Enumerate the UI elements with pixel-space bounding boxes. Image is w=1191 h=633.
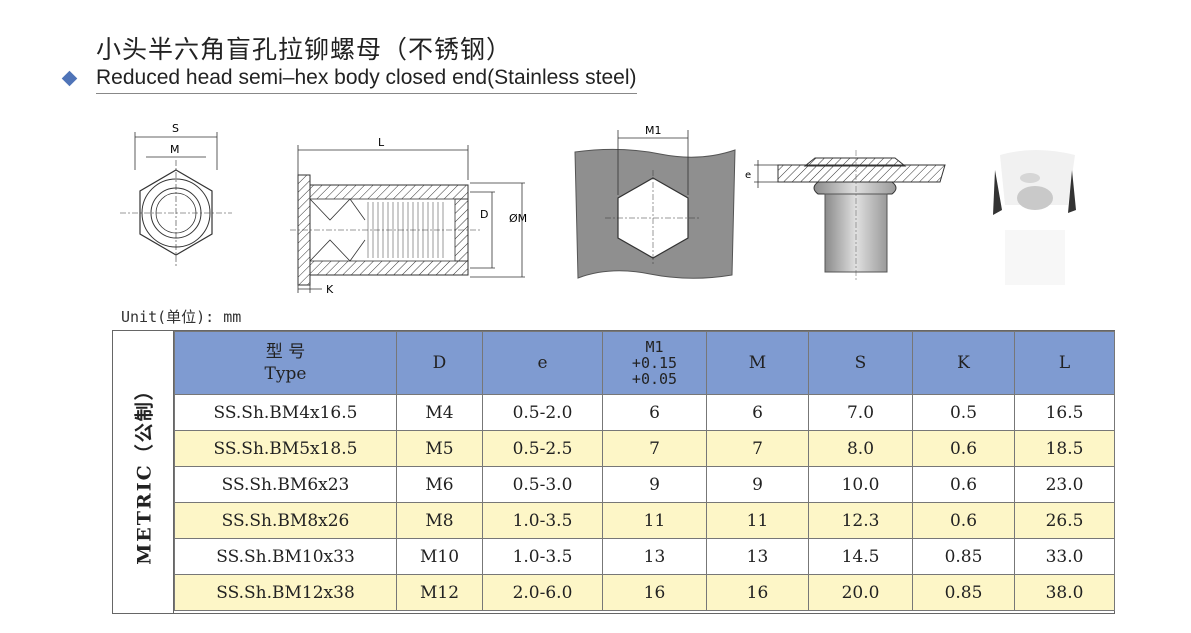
cell-e: 0.5-3.0 (482, 466, 603, 503)
table-row: SS.Sh.BM12x38 M12 2.0-6.0 16 16 20.0 0.8… (174, 574, 1115, 611)
side-section-view: L D ØM K (290, 136, 527, 296)
header-type-cn: 型 号 (265, 342, 306, 362)
cell-s: 8.0 (808, 430, 913, 467)
header-type-en: Type (264, 364, 307, 384)
panel-hole-view: M1 (574, 124, 736, 279)
cell-k: 0.85 (912, 574, 1015, 611)
dim-label-d: D (480, 208, 488, 221)
cell-d: M8 (396, 502, 483, 539)
cell-l: 38.0 (1014, 574, 1115, 611)
cell-s: 20.0 (808, 574, 913, 611)
dim-label-k: K (326, 283, 334, 296)
cell-m: 16 (706, 574, 809, 611)
header-k: K (912, 331, 1015, 395)
header-s: S (808, 331, 913, 395)
cell-m: 7 (706, 430, 809, 467)
cell-type: SS.Sh.BM4x16.5 (174, 394, 397, 431)
cell-m1: 9 (602, 466, 707, 503)
cell-m: 9 (706, 466, 809, 503)
cell-e: 1.0-3.5 (482, 538, 603, 575)
cell-type: SS.Sh.BM6x23 (174, 466, 397, 503)
header-m1-tol-lower: +0.05 (631, 370, 678, 388)
spec-table: 型 号 Type D e M1 +0.15 +0.05 M S K L SS.S… (174, 331, 1115, 611)
cell-type: SS.Sh.BM5x18.5 (174, 430, 397, 467)
table-row: SS.Sh.BM4x16.5 M4 0.5-2.0 6 6 7.0 0.5 16… (174, 394, 1115, 431)
cell-d: M12 (396, 574, 483, 611)
header-l: L (1014, 331, 1115, 395)
hex-top-view: S M (120, 122, 232, 268)
cell-type: SS.Sh.BM12x38 (174, 574, 397, 611)
table-row: SS.Sh.BM8x26 M8 1.0-3.5 11 11 12.3 0.6 2… (174, 502, 1115, 539)
cell-m1: 11 (602, 502, 707, 539)
header-m1: M1 +0.15 +0.05 (602, 331, 707, 395)
cell-type: SS.Sh.BM8x26 (174, 502, 397, 539)
header-m1-label: M1 (645, 338, 664, 356)
header-e: e (482, 331, 603, 395)
cell-l: 26.5 (1014, 502, 1115, 539)
cell-k: 0.6 (912, 466, 1015, 503)
cell-m: 11 (706, 502, 809, 539)
metric-label: METRIC（公制） (133, 379, 156, 565)
header-m1-tol-upper: +0.15 (631, 354, 678, 372)
dim-label-e: e (745, 170, 751, 181)
cell-k: 0.5 (912, 394, 1015, 431)
cell-m: 13 (706, 538, 809, 575)
table-row: SS.Sh.BM5x18.5 M5 0.5-2.5 7 7 8.0 0.6 18… (174, 430, 1115, 467)
header-type: 型 号 Type (174, 331, 397, 395)
dim-label-dm: ØM (509, 212, 527, 225)
installed-nut-view: e (745, 150, 946, 280)
cell-e: 2.0-6.0 (482, 574, 603, 611)
cell-d: M5 (396, 430, 483, 467)
spec-table-wrapper: METRIC（公制） 型 号 Type D e M1 +0.15 +0.05 M (112, 330, 1115, 614)
cell-l: 16.5 (1014, 394, 1115, 431)
dim-label-l: L (378, 136, 385, 149)
cell-d: M10 (396, 538, 483, 575)
page-title-cn: 小头半六角盲孔拉铆螺母（不锈钢） (96, 35, 513, 64)
dim-label-s: S (172, 122, 179, 135)
dim-label-m: M (170, 143, 180, 156)
cell-s: 7.0 (808, 394, 913, 431)
metric-column: METRIC（公制） (113, 331, 174, 613)
unit-label: Unit(单位): mm (121, 308, 242, 326)
cell-m1: 16 (602, 574, 707, 611)
cell-m1: 6 (602, 394, 707, 431)
table-header-row: 型 号 Type D e M1 +0.15 +0.05 M S K L (174, 331, 1115, 395)
cell-s: 14.5 (808, 538, 913, 575)
cell-e: 0.5-2.0 (482, 394, 603, 431)
cell-d: M4 (396, 394, 483, 431)
cell-s: 12.3 (808, 502, 913, 539)
cell-k: 0.85 (912, 538, 1015, 575)
cell-type: SS.Sh.BM10x33 (174, 538, 397, 575)
cell-m: 6 (706, 394, 809, 431)
cell-l: 18.5 (1014, 430, 1115, 467)
dim-label-m1: M1 (645, 124, 662, 137)
cell-m1: 7 (602, 430, 707, 467)
diamond-bullet-icon (61, 70, 78, 87)
cell-l: 33.0 (1014, 538, 1115, 575)
technical-drawings: S M L D (120, 122, 1076, 296)
cell-e: 0.5-2.5 (482, 430, 603, 467)
table-row: SS.Sh.BM10x33 M10 1.0-3.5 13 13 14.5 0.8… (174, 538, 1115, 575)
cell-d: M6 (396, 466, 483, 503)
cell-l: 23.0 (1014, 466, 1115, 503)
cell-e: 1.0-3.5 (482, 502, 603, 539)
cell-k: 0.6 (912, 430, 1015, 467)
nut-photo (993, 150, 1076, 285)
page-title-en: Reduced head semi–hex body closed end(St… (96, 66, 637, 94)
cell-k: 0.6 (912, 502, 1015, 539)
cell-m1: 13 (602, 538, 707, 575)
header-d: D (396, 331, 483, 395)
header-m: M (706, 331, 809, 395)
table-row: SS.Sh.BM6x23 M6 0.5-3.0 9 9 10.0 0.6 23.… (174, 466, 1115, 503)
cell-s: 10.0 (808, 466, 913, 503)
